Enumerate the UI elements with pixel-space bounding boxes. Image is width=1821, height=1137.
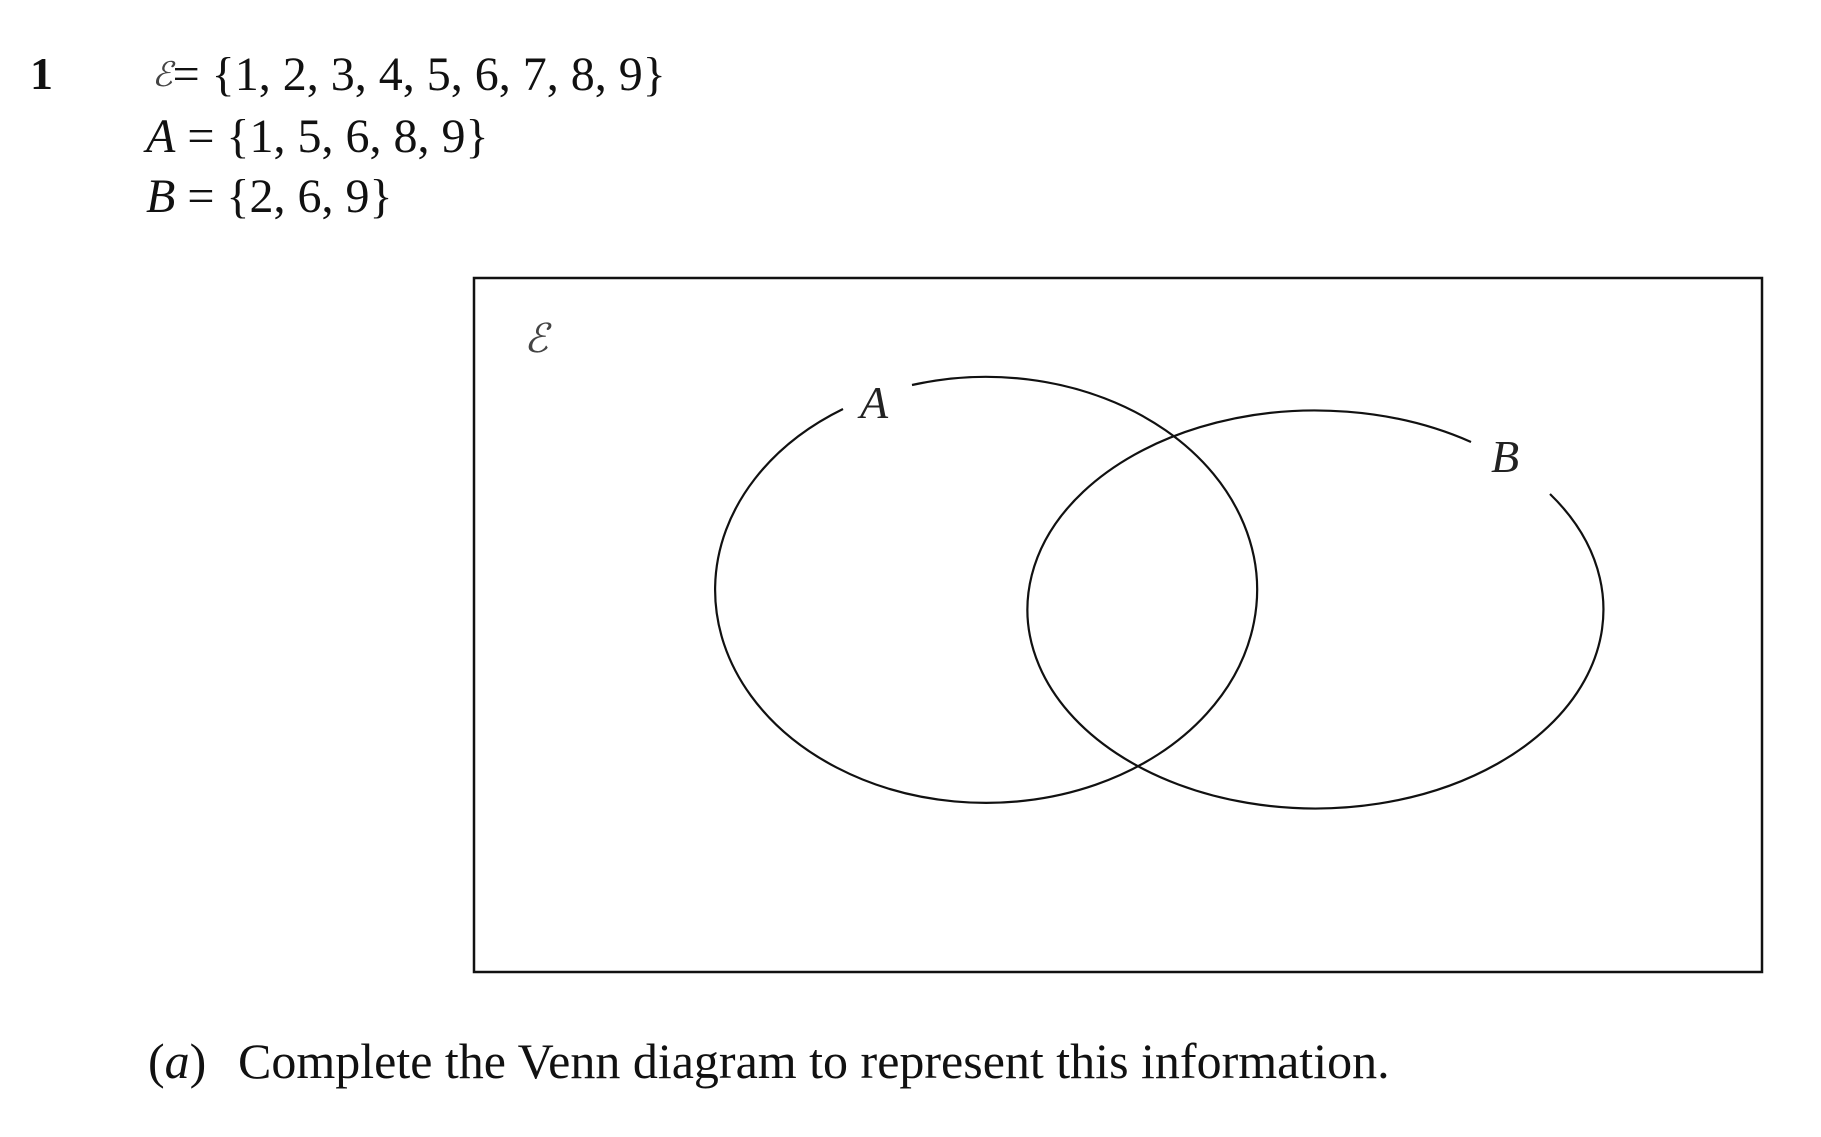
circle-a xyxy=(714,375,1259,804)
universal-set-symbol: ℰ xyxy=(152,55,173,95)
part-a-text: Complete the Venn diagram to represent t… xyxy=(238,1033,1390,1089)
set-b-symbol: B xyxy=(146,170,176,223)
circle-b-label: B xyxy=(1491,431,1519,482)
set-b-elements: = {2, 6, 9} xyxy=(175,170,393,223)
universal-set-elements: = {1, 2, 3, 4, 5, 6, 7, 8, 9} xyxy=(172,48,666,101)
set-a-definition: A = {1, 5, 6, 8, 9} xyxy=(146,108,488,166)
question-number: 1 xyxy=(30,48,53,99)
universal-set-label: ℰ xyxy=(524,316,552,362)
set-a-elements: = {1, 5, 6, 8, 9} xyxy=(175,110,489,163)
set-b-definition: B = {2, 6, 9} xyxy=(146,168,392,226)
circle-b xyxy=(1026,409,1605,810)
set-a-symbol: A xyxy=(146,110,176,163)
universal-set-definition: ℰ= {1, 2, 3, 4, 5, 6, 7, 8, 9} xyxy=(152,46,666,108)
circle-a-label: A xyxy=(857,377,889,428)
part-a-question: (a) Complete the Venn diagram to represen… xyxy=(148,1030,1390,1092)
universal-set-rectangle xyxy=(472,276,1764,974)
part-a-label: (a) xyxy=(148,1033,207,1089)
